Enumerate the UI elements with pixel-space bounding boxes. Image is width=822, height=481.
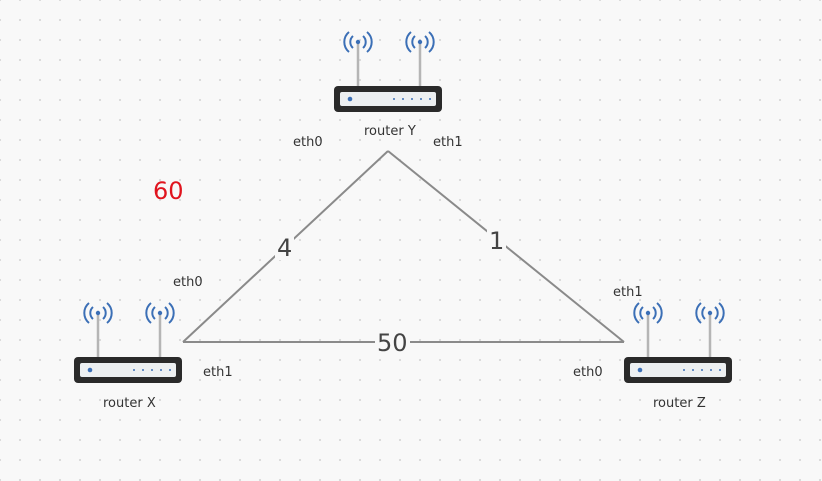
link-x-z-cost: 50 bbox=[375, 329, 410, 357]
router-x-label: router X bbox=[103, 396, 156, 411]
highlight-value: 60 bbox=[153, 177, 184, 205]
wifi-antenna-icon bbox=[695, 302, 725, 357]
wifi-antenna-icon bbox=[343, 31, 373, 86]
wifi-antenna-icon bbox=[83, 302, 113, 357]
link-x-y-cost: 4 bbox=[275, 234, 295, 262]
router-z-eth0-label: eth0 bbox=[573, 365, 603, 380]
wifi-antenna-icon bbox=[405, 31, 435, 86]
router-y-eth0-label: eth0 bbox=[293, 135, 323, 150]
wifi-antenna-icon bbox=[145, 302, 175, 357]
router-y-label: router Y bbox=[364, 124, 416, 139]
router-z-label: router Z bbox=[653, 396, 706, 411]
wifi-antenna-icon bbox=[633, 302, 663, 357]
router-x-eth1-label: eth1 bbox=[203, 365, 233, 380]
router-x-icon[interactable] bbox=[74, 302, 182, 383]
router-z-icon[interactable] bbox=[624, 302, 732, 383]
router-y-eth1-label: eth1 bbox=[433, 135, 463, 150]
router-y-icon[interactable] bbox=[334, 31, 442, 112]
router-x-eth0-label: eth0 bbox=[173, 275, 203, 290]
router-z-eth1-label: eth1 bbox=[613, 285, 643, 300]
link-y-z-cost: 1 bbox=[487, 227, 507, 255]
